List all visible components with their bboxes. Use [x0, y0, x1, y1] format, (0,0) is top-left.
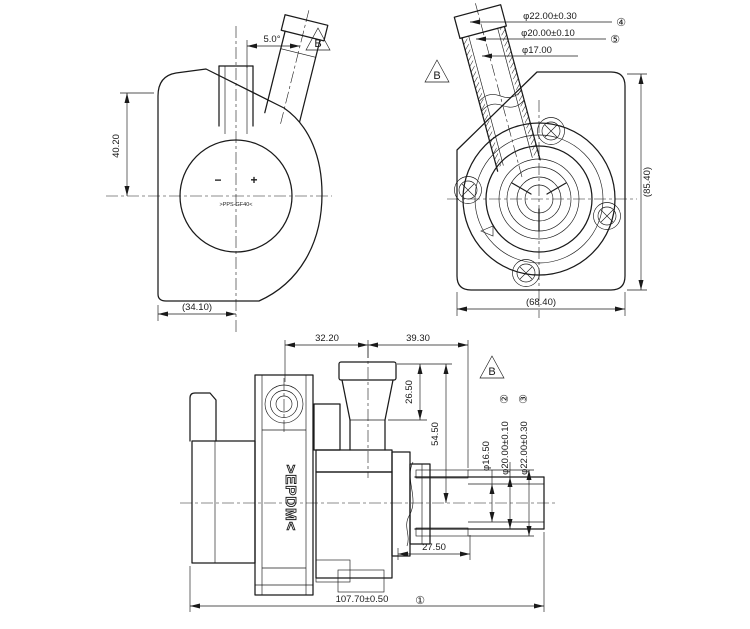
inlet-mid-label: φ20.00±0.10 — [521, 28, 575, 39]
outlet-barb-dimension: 26.50 — [388, 363, 452, 421]
revision-label: B — [314, 38, 321, 50]
revision-label: B — [488, 366, 495, 378]
inlet-bore-label: φ17.00 — [522, 45, 552, 56]
inlet-od-label: φ22.00±0.30 — [519, 421, 530, 475]
height-dimension-label: (85.40) — [642, 167, 653, 197]
inlet-od-dimension: φ22.00±0.30 ④ — [470, 11, 626, 29]
inlet-od-ref: ④ — [616, 17, 626, 29]
knurl-band — [499, 26, 540, 158]
knurl-band — [415, 527, 469, 537]
outlet-port — [338, 361, 397, 451]
outlet-barb-label: 26.50 — [404, 380, 415, 404]
knurl-band — [461, 36, 502, 168]
tube-centerline — [279, 10, 310, 127]
inlet-od-label: φ22.00±0.30 — [523, 11, 577, 22]
outlet-height-label: 54.50 — [430, 422, 441, 446]
front-housing-plate — [456, 71, 626, 291]
revision-label: B — [433, 70, 440, 82]
revision-triangle: B — [305, 27, 331, 51]
screw-boss — [454, 176, 482, 204]
inlet-mid-label: φ20.00±0.10 — [500, 421, 511, 475]
rear-inlet-tube — [264, 10, 329, 127]
rear-view: − + >PPS-GF40< 5.0° B 40.20 (34.10) — [106, 10, 332, 334]
screw-boss — [593, 202, 621, 230]
rotation-arrow-icon — [480, 225, 494, 237]
width-dimension: (68.40) — [456, 292, 626, 316]
terminal-minus: − — [214, 173, 221, 187]
front-view: φ22.00±0.30 ④ φ20.00±0.10 ⑤ φ17.00 B (85… — [424, 3, 653, 318]
angle-dimension: 5.0° — [246, 34, 300, 68]
width-dimension: (34.10) — [157, 302, 236, 321]
knurl-band — [415, 469, 469, 479]
width-dimension-label: (68.40) — [526, 297, 556, 308]
side-view: >EPDM< 32.20 39.30 26.50 54.50 — [180, 333, 556, 612]
height-dimension: 40.20 — [111, 92, 154, 196]
front-inlet-tube — [453, 3, 541, 180]
revision-triangle: B — [479, 355, 505, 379]
inlet-mid-dimension: φ20.00±0.10 ② — [499, 394, 513, 529]
inlet-mid-ref: ② — [499, 394, 511, 404]
inlet-len-label: 27.50 — [422, 542, 446, 553]
motor-housing — [189, 392, 256, 564]
pump-head — [313, 403, 393, 593]
width-dimension-label: (34.10) — [182, 302, 212, 313]
angle-dimension-label: 5.0° — [263, 34, 280, 45]
rear-housing-outline — [157, 68, 323, 302]
screw-boss — [537, 117, 565, 145]
connector-tab — [189, 392, 217, 442]
overall-length-dimension: 107.70±0.50 ① — [189, 532, 545, 612]
inlet-len-dimension: 27.50 — [397, 535, 471, 560]
rear-centerlines — [106, 26, 332, 334]
inlet-bore-dimension: φ17.00 — [482, 45, 578, 59]
screw-boss — [512, 259, 540, 287]
overall-length-ref: ① — [415, 595, 425, 607]
inlet-offset-label: 39.30 — [406, 333, 430, 344]
inlet-bore-label: φ16.50 — [481, 441, 492, 471]
height-dimension: (85.40) — [627, 73, 653, 291]
inlet-offset-dimension: 39.30 — [368, 333, 469, 468]
terminal-plus: + — [250, 173, 257, 187]
outlet-height-dimension: 54.50 — [430, 364, 449, 503]
tube-centerline — [475, 3, 523, 180]
inlet-od-ref: ③ — [518, 394, 530, 404]
bracket-bar: >EPDM< — [254, 374, 314, 596]
height-dimension-label: 40.20 — [111, 134, 122, 158]
inlet-bore-dimension: φ16.50 — [481, 441, 495, 522]
revision-triangle: B — [424, 59, 450, 83]
overall-length-label: 107.70±0.50 — [336, 594, 389, 605]
inlet-mid-dimension: φ20.00±0.10 ⑤ — [476, 28, 620, 46]
inlet-od-dimension: φ22.00±0.30 ③ — [468, 394, 534, 537]
front-centerlines — [447, 100, 637, 318]
bracket-screw — [264, 384, 304, 424]
outlet-offset-label: 32.20 — [315, 333, 339, 344]
inlet-mid-ref: ⑤ — [610, 34, 620, 46]
seal-marking: >EPDM< — [282, 465, 299, 532]
